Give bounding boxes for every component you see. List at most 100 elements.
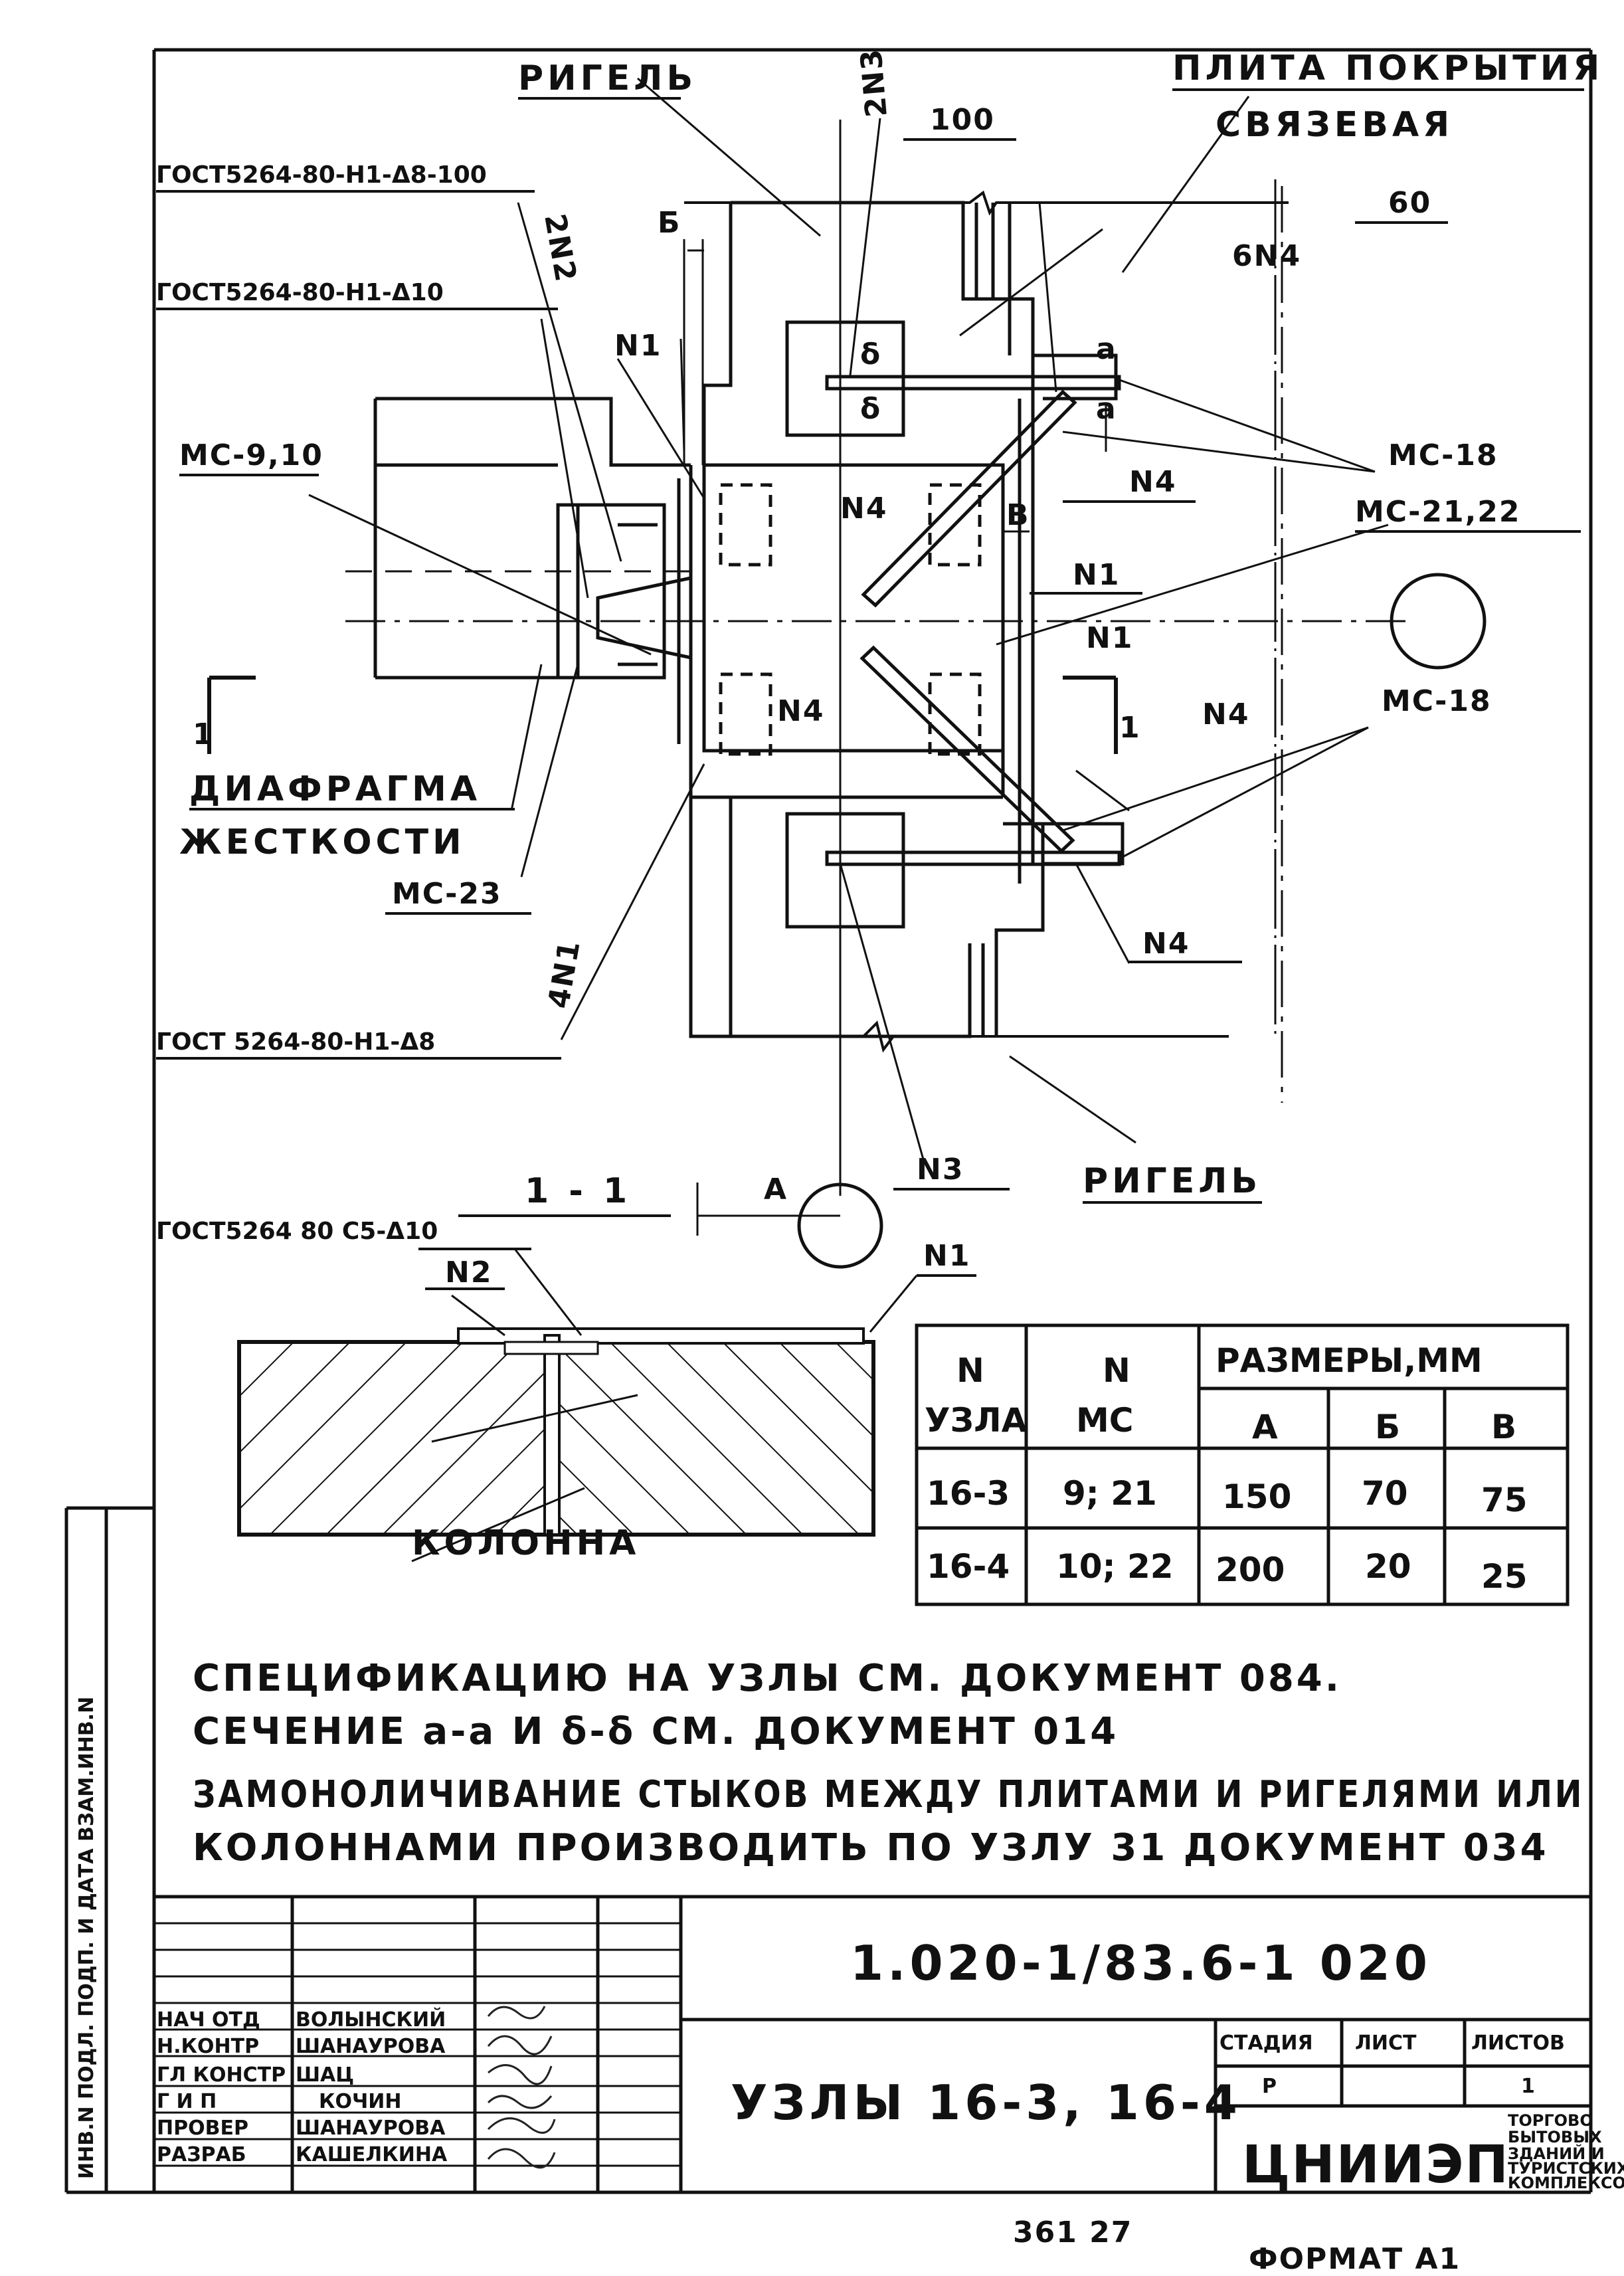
label-rigel-top: РИГЕЛЬ [518, 58, 697, 98]
label-ms-23: МС-23 [392, 877, 502, 911]
name-4: КОЧИН [319, 2090, 401, 2113]
format-label: ФОРМАТ А1 [1249, 2242, 1461, 2276]
size-table-text: N УЗЛА N МС РАЗМЕРЫ,ММ А Б В 16-3 9; 21 … [925, 1341, 1528, 1596]
org-sub-4: ТУРИСТСКИХ [1508, 2159, 1624, 2178]
section-1-1: ГОСТ5264 80 С5-Δ10 N2 N1 КОЛОННА [156, 1218, 976, 1563]
section-marks [207, 676, 1118, 754]
note-4: КОЛОННАМИ ПРОИЗВОДИТЬ ПО УЗЛУ 31 ДОКУМЕН… [193, 1826, 1549, 1869]
th-b: Б [1375, 1408, 1400, 1446]
label-gost-1: ГОСТ5264-80-Н1-Δ8-100 [156, 161, 487, 189]
th-v: В [1491, 1408, 1516, 1446]
label-n1-sec: N1 [923, 1239, 970, 1273]
label-diafragma-1: ДИАФРАГМА [189, 769, 481, 809]
th-ms-2: МС [1076, 1401, 1133, 1440]
plan-labels: РИГЕЛЬ ПЛИТА ПОКРЫТИЯ СВЯЗЕВАЯ ГОСТ5264-… [156, 47, 1603, 1217]
th-sizes: РАЗМЕРЫ,ММ [1216, 1341, 1483, 1380]
label-n4-c: N4 [777, 694, 824, 728]
label-plita-1: ПЛИТА ПОКРЫТИЯ [1172, 48, 1603, 88]
th-node-2: УЗЛА [925, 1401, 1028, 1440]
notes: СПЕЦИФИКАЦИЮ НА УЗЛЫ СМ. ДОКУМЕНТ 084. С… [193, 1657, 1584, 1869]
name-6: КАШЕЛКИНА [296, 2143, 448, 2166]
name-1: ВОЛЫНСКИЙ [296, 2008, 446, 2032]
label-n1-a: N1 [614, 329, 662, 363]
dimension-lines [683, 179, 1277, 1236]
plan-view [345, 120, 1487, 1269]
side-stamp: ИНВ.N ПОДЛ. ПОДП. И ДАТА ВЗАМ.ИНВ.N [75, 1697, 98, 2179]
sheets-value: 1 [1521, 2075, 1535, 2098]
label-n4-a: N4 [1129, 465, 1176, 499]
title-block-roles: НАЧ ОТД ВОЛЫНСКИЙ Н.КОНТР ШАНАУРОВА ГЛ К… [157, 2008, 448, 2166]
label-one-left: 1 [193, 717, 215, 751]
th-ms-1: N [1103, 1351, 1130, 1390]
td-r2-v: 25 [1481, 1557, 1528, 1596]
org-sub-3: ЗДАНИЙ И [1508, 2144, 1605, 2163]
role-2: Н.КОНТР [157, 2035, 259, 2058]
title-block [154, 1895, 1591, 2192]
td-r2-node: 16-4 [927, 1547, 1010, 1586]
label-sec-b1: δ [860, 337, 881, 371]
label-section-1-1: 1 - 1 [525, 1171, 631, 1211]
label-gost-3: ГОСТ 5264-80-Н1-Δ8 [156, 1028, 435, 1056]
label-plita-2: СВЯЗЕВАЯ [1216, 105, 1453, 145]
label-n3: N3 [917, 1153, 964, 1186]
drawing-title: УЗЛЫ 16-3, 16-4 [731, 2075, 1241, 2131]
td-r2-b: 20 [1365, 1547, 1411, 1586]
label-diafragma-2: ЖЕСТКОСТИ [179, 822, 466, 862]
name-3: ШАЦ [296, 2063, 354, 2087]
label-rigel-bottom: РИГЕЛЬ [1083, 1161, 1261, 1201]
td-r1-b: 70 [1362, 1474, 1408, 1513]
td-r1-a: 150 [1222, 1477, 1291, 1516]
td-r1-node: 16-3 [927, 1474, 1010, 1513]
doc-code: 1.020-1/83.6-1 020 [850, 1935, 1431, 1991]
label-2n3: 2N3 [854, 47, 894, 118]
label-n4-d: N4 [1202, 698, 1249, 731]
org-sub-1: ТОРГОВО [1508, 2111, 1593, 2130]
td-r1-ms: 9; 21 [1063, 1474, 1157, 1513]
dim-b: Б [658, 206, 681, 240]
signatures [487, 2006, 556, 2169]
label-gost-2: ГОСТ5264-80-Н1-Δ10 [156, 279, 444, 306]
org-sub-2: БЫТОВЫХ [1508, 2128, 1602, 2146]
label-ms-21-22: МС-21,22 [1355, 495, 1521, 529]
label-sec-a2: a [1096, 392, 1117, 426]
td-r2-ms: 10; 22 [1056, 1547, 1174, 1586]
label-ms-9-10: МС-9,10 [179, 438, 323, 472]
label-ms-18-b: МС-18 [1382, 684, 1492, 718]
td-r1-v: 75 [1481, 1481, 1528, 1519]
org-logo: ЦНИИЭП [1242, 2135, 1510, 2195]
org-subtitle: ТОРГОВО БЫТОВЫХ ЗДАНИЙ И ТУРИСТСКИХ КОМП… [1508, 2111, 1624, 2192]
size-table [915, 1323, 1570, 1606]
note-2: СЕЧЕНИЕ а-а И δ-δ СМ. ДОКУМЕНТ 014 [193, 1710, 1119, 1753]
stage-label: СТАДИЯ [1219, 2032, 1313, 2055]
dim-60: 60 [1388, 186, 1431, 220]
role-5: ПРОВЕР [157, 2117, 248, 2140]
footer-nums: 361 27 [1013, 2216, 1132, 2249]
org-sub-5: КОМПЛЕКСОВ [1508, 2174, 1624, 2192]
td-r2-a: 200 [1216, 1551, 1285, 1589]
label-2n2: 2N2 [537, 211, 583, 285]
name-2: ШАНАУРОВА [296, 2035, 446, 2058]
note-1: СПЕЦИФИКАЦИЮ НА УЗЛЫ СМ. ДОКУМЕНТ 084. [193, 1657, 1342, 1700]
label-gost-4: ГОСТ5264 80 С5-Δ10 [156, 1218, 438, 1245]
role-4: Г И П [157, 2090, 217, 2113]
role-3: ГЛ КОНСТР [157, 2063, 286, 2087]
label-4n1: 4N1 [542, 937, 587, 1011]
th-a: А [1252, 1408, 1278, 1446]
label-n4-b: N4 [840, 492, 887, 525]
name-5: ШАНАУРОВА [296, 2117, 446, 2140]
role-1: НАЧ ОТД [157, 2008, 260, 2032]
label-dim-v: В [1006, 498, 1030, 532]
label-ms-18-a: МС-18 [1388, 438, 1498, 472]
stage-value: Р [1262, 2075, 1277, 2098]
label-sec-a1: a [1096, 332, 1117, 366]
label-dim-a: А [764, 1173, 788, 1206]
sheets-label: ЛИСТОВ [1471, 2032, 1565, 2055]
label-6n4: 6N4 [1232, 239, 1301, 273]
note-3: ЗАМОНОЛИЧИВАНИЕ СТЫКОВ МЕЖДУ ПЛИТАМИ И Р… [193, 1773, 1584, 1816]
label-n1-b: N1 [1073, 558, 1120, 592]
label-sec-b2: δ [860, 392, 881, 426]
th-node-1: N [956, 1351, 984, 1390]
label-n2: N2 [445, 1256, 492, 1289]
label-one-right: 1 [1119, 711, 1141, 745]
